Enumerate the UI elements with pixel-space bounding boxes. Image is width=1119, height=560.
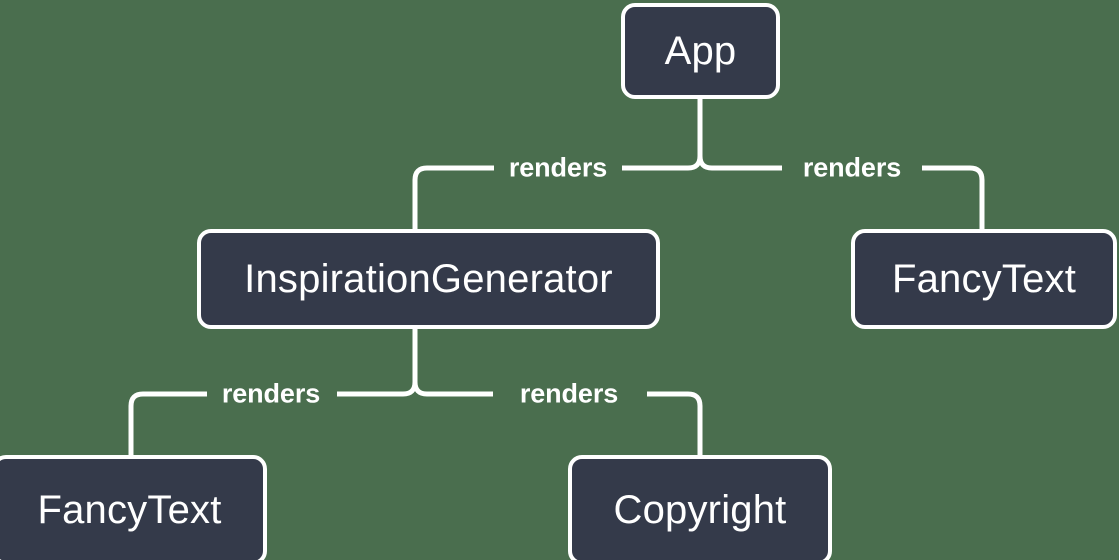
edge-label-app-to-fancytext-right: renders [802, 152, 902, 183]
node-app[interactable]: App [621, 3, 780, 99]
edge-label-inspiration-to-copyright: renders [519, 378, 619, 409]
node-inspiration-generator[interactable]: InspirationGenerator [197, 229, 660, 329]
node-label: App [664, 28, 737, 73]
edge-label-inspiration-to-fancytext-bottom: renders [221, 378, 321, 409]
edge-connector-inspiration-to-copyright-b [647, 391, 703, 455]
edge-connector-app-to-fancytext-right-b [922, 165, 985, 229]
node-label: Copyright [613, 487, 787, 532]
node-label: FancyText [37, 487, 222, 532]
edge-connector-app-to-inspiration-generator-a [622, 99, 703, 171]
edge-connector-app-to-fancytext-right-a [697, 99, 782, 171]
edge-connector-inspiration-to-fancytext-bottom-b [128, 391, 207, 455]
node-copyright[interactable]: Copyright [568, 455, 832, 560]
edge-connector-app-to-inspiration-generator-b [412, 165, 494, 229]
node-fancytext-right[interactable]: FancyText [851, 229, 1117, 329]
edge-label-app-to-inspiration-generator: renders [508, 152, 608, 183]
node-label: FancyText [891, 256, 1077, 301]
node-label: InspirationGenerator [244, 256, 613, 301]
node-fancytext-bottom[interactable]: FancyText [0, 455, 267, 560]
edge-connector-inspiration-to-fancytext-bottom-a [337, 329, 418, 397]
edge-connector-inspiration-to-copyright-a [412, 329, 493, 397]
